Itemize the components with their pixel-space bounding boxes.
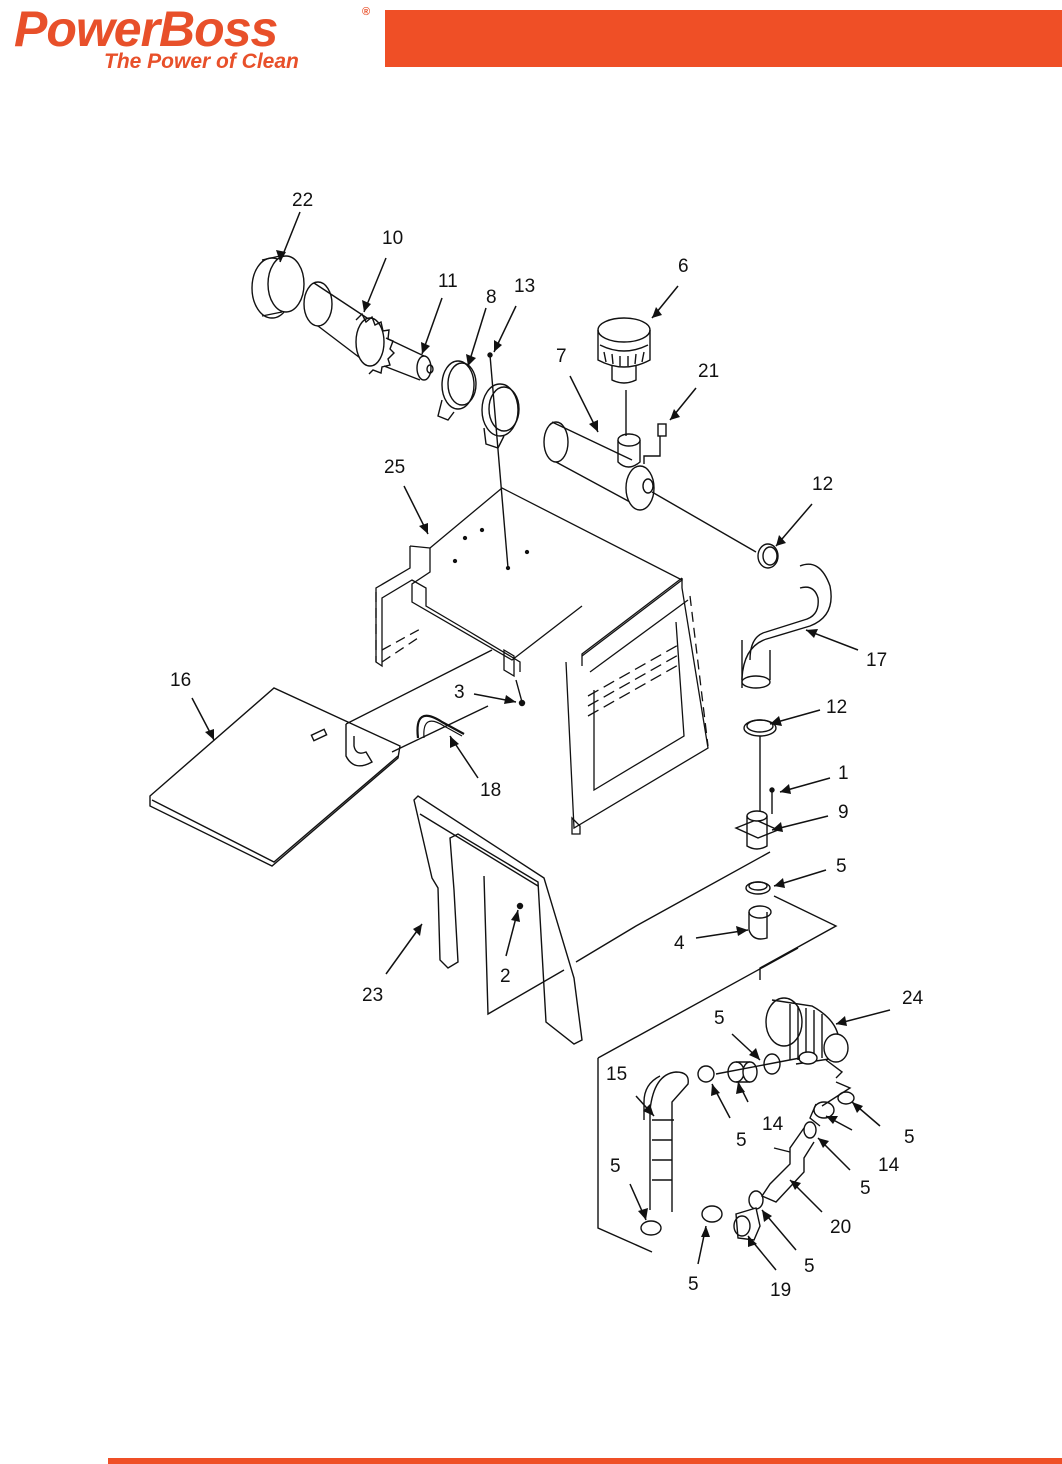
group-outline <box>597 1058 653 1253</box>
part-5-clamp-lower-hose <box>640 1220 662 1236</box>
part-5-clamp-mid <box>745 881 771 895</box>
callout-14-upper: 14 <box>762 1114 784 1135</box>
callout-24: 24 <box>902 988 924 1009</box>
footer-rule <box>108 1458 1062 1464</box>
callout-10: 10 <box>382 228 403 249</box>
part-15-hose-long <box>643 1071 689 1212</box>
callout-12-upper: 12 <box>812 474 833 495</box>
callout-3: 3 <box>454 682 465 703</box>
part-5-clamp-inlet <box>763 1053 781 1075</box>
callout-18: 18 <box>480 780 501 801</box>
part-12-hose-clamp-lower <box>743 719 777 737</box>
callout-9: 9 <box>838 802 849 823</box>
callout-4: 4 <box>674 933 685 954</box>
callout-25: 25 <box>384 457 405 478</box>
part-24-air-cleaner <box>765 997 849 1079</box>
callout-8: 8 <box>486 287 497 308</box>
part-22-end-cap <box>251 255 305 319</box>
part-10-filter-element <box>303 281 395 375</box>
part-16-cover-panel <box>149 649 493 867</box>
callout-11: 11 <box>438 271 458 292</box>
part-20-elbow-hose <box>760 1127 815 1203</box>
part-6-precleaner <box>597 317 651 384</box>
header-bar <box>385 10 1062 67</box>
part-17-elbow-hose <box>741 563 832 689</box>
part-18-u-clip <box>416 714 465 739</box>
part-14-coupler-upper <box>727 1061 758 1083</box>
callout-2: 2 <box>500 966 511 987</box>
part-12-hose-clamp-upper <box>757 543 779 569</box>
callout-20: 20 <box>830 1217 851 1238</box>
part-13-mounting-clamp <box>481 352 520 569</box>
callout-21: 21 <box>698 361 719 382</box>
part-9-mounting-adapter <box>734 810 780 850</box>
callout-5-valve: 5 <box>688 1274 699 1295</box>
arrowheads <box>205 250 863 1247</box>
powerboss-logo: PowerBoss ® The Power of Clean <box>14 1 384 76</box>
part-25-frame-shroud <box>375 487 709 835</box>
part-1-screw <box>769 787 775 814</box>
callout-13: 13 <box>514 276 535 297</box>
callout-5-inlet: 5 <box>714 1008 725 1029</box>
callout-6: 6 <box>678 256 689 277</box>
part-5-clamp-hose-end <box>697 1065 715 1083</box>
part-8-clamp-band <box>437 360 477 421</box>
callout-5-elbow: 5 <box>836 856 847 877</box>
callout-12-lower: 12 <box>826 697 847 718</box>
part-19-valve <box>733 1207 761 1241</box>
part-23-bracket <box>413 795 771 1045</box>
callout-22: 22 <box>292 190 313 211</box>
hose-path-line <box>651 491 757 553</box>
callout-16: 16 <box>170 670 191 691</box>
callout-1: 1 <box>838 763 849 784</box>
leader-bracket-line <box>597 947 799 1059</box>
registered-mark: ® <box>362 6 371 18</box>
part-4-elbow <box>748 905 772 940</box>
brand-tagline: The Power of Clean <box>104 50 299 73</box>
callout-5-valve-inlet: 5 <box>804 1256 815 1277</box>
part-11-inner-element <box>383 337 434 381</box>
part-14-coupler-lower <box>809 1101 835 1127</box>
brand-name: PowerBoss <box>14 1 278 57</box>
part-5-clamp-valve <box>701 1205 723 1223</box>
part-7-air-cleaner-housing <box>543 390 655 511</box>
callout-23: 23 <box>362 985 383 1006</box>
part-21-restriction-indicator <box>643 423 667 464</box>
callout-14-lower: 14 <box>878 1155 900 1176</box>
part-5-clamp-outlet <box>837 1091 855 1105</box>
callout-labels: 22 10 11 8 13 6 7 21 25 12 17 16 3 12 18… <box>170 190 924 1301</box>
callout-7: 7 <box>556 346 567 367</box>
callout-19: 19 <box>770 1280 791 1301</box>
callout-15: 15 <box>606 1064 627 1085</box>
callout-5-elbow-hose: 5 <box>860 1178 871 1199</box>
group-outline-upper <box>759 895 838 980</box>
callout-5-outlet: 5 <box>904 1127 915 1148</box>
callout-5-hose: 5 <box>610 1156 621 1177</box>
callout-17: 17 <box>866 650 887 671</box>
part-3-bolt <box>515 679 526 707</box>
callout-5-coupler: 5 <box>736 1130 747 1151</box>
